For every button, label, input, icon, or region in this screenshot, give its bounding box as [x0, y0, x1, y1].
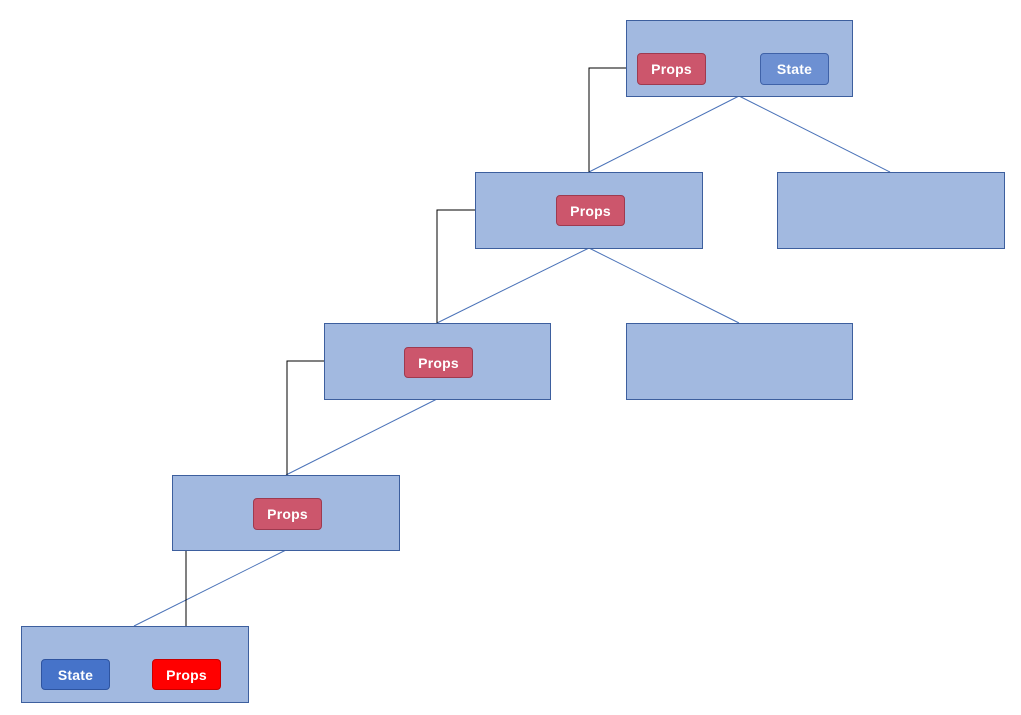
root-component-node: Props State: [626, 20, 853, 97]
leaf-props-pill: Props: [152, 659, 221, 690]
tree-edge-level1-level2: [436, 247, 590, 324]
level3-props-pill: Props: [253, 498, 322, 530]
leaf-component-node: State Props: [21, 626, 249, 703]
tree-edge-root-sibling1: [738, 95, 891, 173]
leaf-state-pill: State: [41, 659, 110, 690]
tree-edge-level3-leaf: [133, 549, 287, 627]
level2-props-pill: Props: [404, 347, 473, 378]
root-state-pill: State: [760, 53, 829, 85]
props-flow-arrow-root-to-level1: [585, 67, 637, 195]
tree-edge-root-level1: [588, 95, 740, 173]
level1-props-pill: Props: [556, 195, 625, 226]
level3-component-node: Props: [172, 475, 400, 551]
tree-edge-level1-sibling2: [588, 247, 740, 324]
level2-component-node: Props: [324, 323, 551, 400]
root-props-pill: Props: [637, 53, 706, 85]
level2-sibling-component-node: [626, 323, 853, 400]
level1-sibling-component-node: [777, 172, 1005, 249]
level1-component-node: Props: [475, 172, 703, 249]
tree-edge-level2-level3: [285, 398, 438, 476]
